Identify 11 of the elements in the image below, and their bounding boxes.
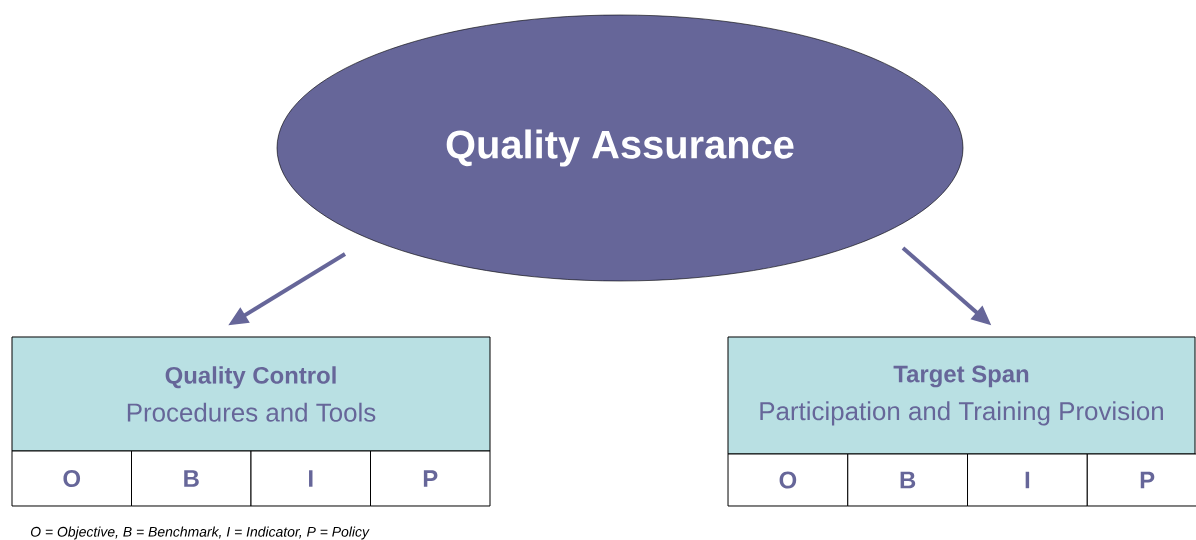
- table-cell: P: [370, 450, 491, 507]
- table-cell: B: [131, 450, 252, 507]
- table-cell: P: [1086, 453, 1196, 507]
- table-cell: I: [250, 450, 371, 507]
- table-cell: B: [847, 453, 969, 507]
- table-cell: I: [967, 453, 1088, 507]
- note: O = Objective, B = Benchmark, I = Indicator, P = Policy: [30, 526, 370, 540]
- heading-box: Quality Control Procedures and Tools: [11, 336, 491, 452]
- heading-box: Target Span Participation and Training Provision: [727, 336, 1196, 455]
- table-cell: O: [727, 453, 849, 507]
- table-cell: O: [11, 450, 132, 507]
